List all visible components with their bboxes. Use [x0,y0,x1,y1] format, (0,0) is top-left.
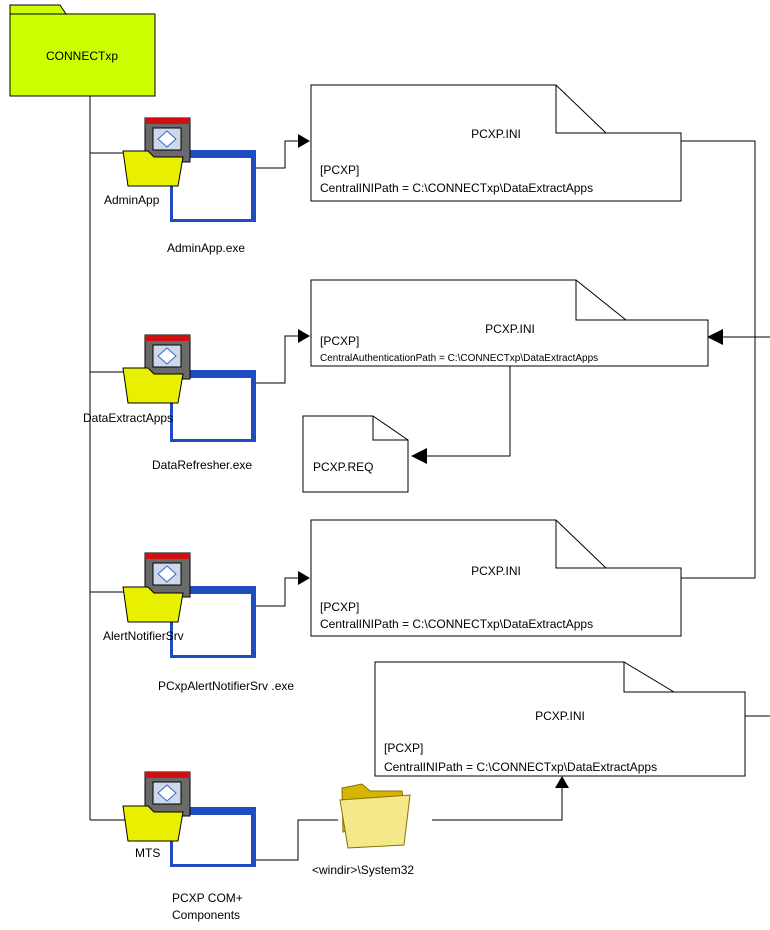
ini-entry: CentralINIPath = C:\CONNECTxp\DataExtrac… [320,181,593,195]
req-file[interactable]: PCXP.REQ [302,415,409,493]
arrowhead-ini2 [298,329,310,343]
app-icon [144,771,191,817]
system32-folder[interactable]: <windir>\System32 [312,783,414,877]
folder-icon[interactable] [122,150,184,187]
arrowhead-ini3 [298,571,310,585]
folder-icon[interactable] [122,586,184,623]
exe-label-line1: PCXP COM+ [172,891,243,905]
arrowhead-ini1 [298,134,310,148]
system32-label: <windir>\System32 [312,863,414,877]
ini-section: [PCXP] [320,600,359,614]
folder-label: DataExtractApps [83,411,173,425]
app-icon [144,117,191,163]
connectors [89,95,770,861]
app-icon [144,334,191,380]
ini-title: PCXP.INI [471,127,521,141]
arrowhead-req [411,448,427,464]
app-window-icon [170,586,256,658]
ini1-right-line [681,140,756,579]
folder-icon[interactable] [122,367,184,404]
root-folder-label: CONNECTxp [46,49,118,63]
exe-label: PCxpAlertNotifierSrv .exe [158,679,294,693]
sysfolder-to-ini4-line [432,788,563,821]
ini-file-4[interactable]: PCXP.INI [PCXP] CentralINIPath = C:\CONN… [374,661,746,777]
exe-to-ini-line-1 [255,140,298,169]
exe-to-sysfolder-line [255,819,338,861]
folder-icon[interactable] [122,805,184,842]
ini-title: PCXP.INI [535,709,585,723]
ini-file-1[interactable]: PCXP.INI [PCXP] CentralINIPath = C:\CONN… [310,84,682,202]
exe-label: AdminApp.exe [167,241,245,255]
folder-front [339,794,411,849]
root-folder-body [9,13,156,97]
app-icon [144,552,191,598]
arrowhead-ini2-right [707,329,723,345]
ini-entry: CentralAuthenticationPath = C:\CONNECTxp… [320,353,598,364]
arrowhead-ini4 [555,776,569,788]
ini-entry: CentralINIPath = C:\CONNECTxp\DataExtrac… [320,617,593,631]
app-window-icon [170,370,256,442]
exe-to-ini-line-3 [255,577,298,607]
ini-to-req-line [427,366,511,457]
ini-entry: CentralINIPath = C:\CONNECTxp\DataExtrac… [384,760,657,774]
ini-section: [PCXP] [320,163,359,177]
ini-section-visible: [PCXP] [320,334,359,348]
ini-title: PCXP.INI [471,564,521,578]
ini-file-3[interactable]: PCXP.INI [PCXP] CentralINIPath = C:\CONN… [310,519,682,637]
exe-to-ini-line-2 [255,335,298,384]
root-folder[interactable]: CONNECTxp [9,4,156,97]
branch-alertnotifiersrv: AlertNotifierSrv PCxpAlertNotifierSrv .e… [103,519,682,693]
exe-label-line2: Components [172,908,240,922]
folder-label: MTS [135,846,160,860]
folder-label: AdminApp [104,193,160,207]
ini-title: PCXP.INI [485,322,535,336]
arrowheads [298,134,723,788]
branch-adminapp: AdminApp AdminApp.exe PCXP.INI [PCXP] Ce… [104,84,682,255]
req-title: PCXP.REQ [313,460,373,474]
branch-dataextractapps: DataExtractApps DataRefresher.exe PCXP.I… [83,279,709,493]
exe-label: DataRefresher.exe [152,458,252,472]
branch-mts: MTS PCXP COM+ Components PCXP.INI [PCXP]… [122,661,746,922]
ini-file-2[interactable]: PCXP.INI [PCXP] [PCXP] CentralAuthentica… [310,279,709,367]
folder-label: AlertNotifierSrv [103,629,184,643]
root-folder-tab [9,4,67,15]
ini-section: [PCXP] [384,741,423,755]
app-window-icon [170,807,256,867]
